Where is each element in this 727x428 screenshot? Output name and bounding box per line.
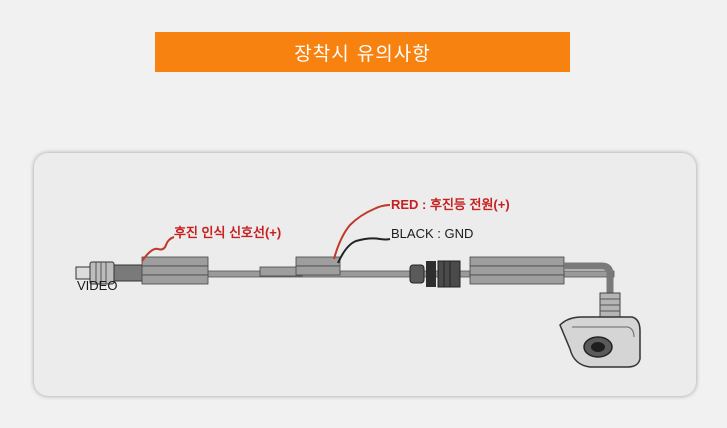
cable-bundle-left: [141, 256, 209, 285]
camera-strain-relief: [599, 292, 621, 320]
black-ground-wire: [337, 237, 391, 264]
cable-bundle-right: [469, 256, 565, 285]
red-wire-label: RED : 후진등 전원(+): [391, 197, 510, 212]
video-label: VIDEO: [77, 278, 118, 293]
camera-cable: [564, 262, 614, 303]
inline-connector: [409, 260, 461, 288]
wiring-diagram-drawing: [75, 204, 641, 368]
page-title: 장착시 유의사항: [294, 42, 431, 65]
rca-video-connector: [75, 261, 147, 285]
rear-camera: [559, 316, 641, 368]
reverse-signal-wire: [141, 236, 175, 262]
red-power-wire: [333, 204, 391, 260]
black-wire-label: BLACK : GND: [391, 226, 474, 241]
reverse-signal-label: 후진 인식 신호선(+): [174, 225, 282, 240]
cable-bundle-middle: [259, 256, 341, 277]
wiring-diagram: VIDEO 후진 인식 신호선(+) RED : 후진등 전원(+) BLACK…: [34, 153, 696, 396]
page-title-banner: 장착시 유의사항: [155, 32, 570, 72]
